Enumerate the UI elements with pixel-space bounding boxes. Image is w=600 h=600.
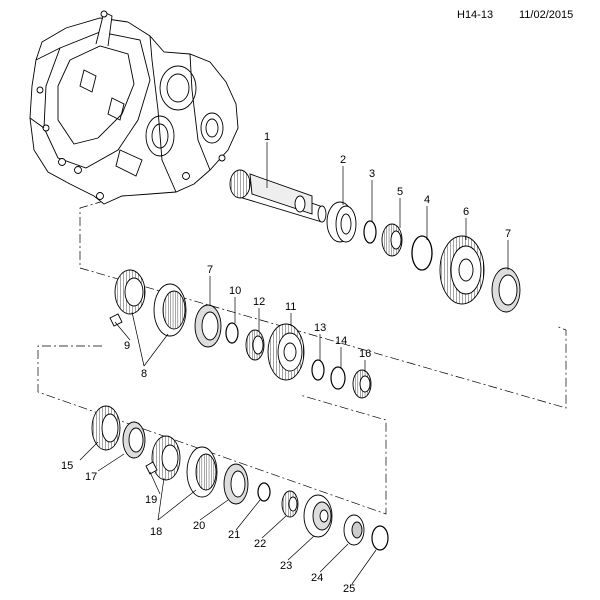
callout-7-upper: 7 xyxy=(505,228,511,240)
callout-17: 17 xyxy=(85,471,97,483)
part-ring-13 xyxy=(311,359,325,381)
part-snap-ring-21 xyxy=(257,482,271,502)
diagram-date: 11/02/2015 xyxy=(519,9,574,21)
callout-18: 18 xyxy=(150,526,162,538)
part-gear-6 xyxy=(439,235,485,305)
part-snap-ring-3 xyxy=(363,220,377,244)
assembly-outline-upper xyxy=(79,200,567,409)
part-ring-4 xyxy=(411,235,433,271)
part-needle-bearing-12 xyxy=(245,329,265,361)
callout-25: 25 xyxy=(343,583,355,595)
part-input-shaft xyxy=(229,169,327,223)
part-gear-23 xyxy=(303,494,333,538)
callout-13: 13 xyxy=(314,322,326,334)
part-needle-bearing-5 xyxy=(381,223,403,257)
leader-lines xyxy=(79,142,509,585)
part-gear-15 xyxy=(91,405,121,451)
part-needle-bearing-16 xyxy=(352,369,372,399)
callout-14: 14 xyxy=(335,335,347,347)
callout-23: 23 xyxy=(280,560,292,572)
part-bearing-2 xyxy=(326,201,357,243)
callout-15: 15 xyxy=(61,460,73,472)
callout-8: 8 xyxy=(141,368,147,380)
callout-16: 16 xyxy=(359,348,371,360)
part-snap-ring-10 xyxy=(225,322,239,344)
part-synchro-ring-7-middle xyxy=(194,304,222,348)
callout-2: 2 xyxy=(340,154,346,166)
callout-19: 19 xyxy=(145,494,157,506)
callout-11: 11 xyxy=(285,301,296,313)
callout-20: 20 xyxy=(193,520,205,532)
part-synchro-ring-17 xyxy=(122,421,146,459)
callout-3: 3 xyxy=(369,168,375,180)
part-synchro-hub-18 xyxy=(145,435,218,498)
part-synchro-hub-8 xyxy=(109,269,187,337)
part-gear-11 xyxy=(267,323,305,381)
callout-22: 22 xyxy=(254,538,266,550)
part-ring-14 xyxy=(330,366,346,390)
part-synchro-ring-20 xyxy=(223,463,249,505)
callout-5: 5 xyxy=(397,186,403,198)
diagram-reference: H14-13 xyxy=(457,9,494,21)
callout-4: 4 xyxy=(424,194,430,206)
transmission-housing xyxy=(29,10,239,205)
part-bearing-24 xyxy=(343,514,365,546)
part-snap-ring-25 xyxy=(371,525,389,551)
callout-24: 24 xyxy=(311,572,323,584)
callout-labels: 1 2 3 4 5 6 7 7 8 9 10 11 12 13 14 15 16… xyxy=(61,131,511,595)
callout-1: 1 xyxy=(264,131,270,143)
part-needle-bearing-22 xyxy=(281,490,299,518)
callout-6: 6 xyxy=(463,206,469,218)
part-synchro-ring-7-upper xyxy=(491,267,521,313)
callout-9: 9 xyxy=(124,340,130,352)
callout-21: 21 xyxy=(228,529,240,541)
callout-7-middle: 7 xyxy=(207,264,213,276)
callout-12: 12 xyxy=(253,296,265,308)
callout-10: 10 xyxy=(229,285,241,297)
